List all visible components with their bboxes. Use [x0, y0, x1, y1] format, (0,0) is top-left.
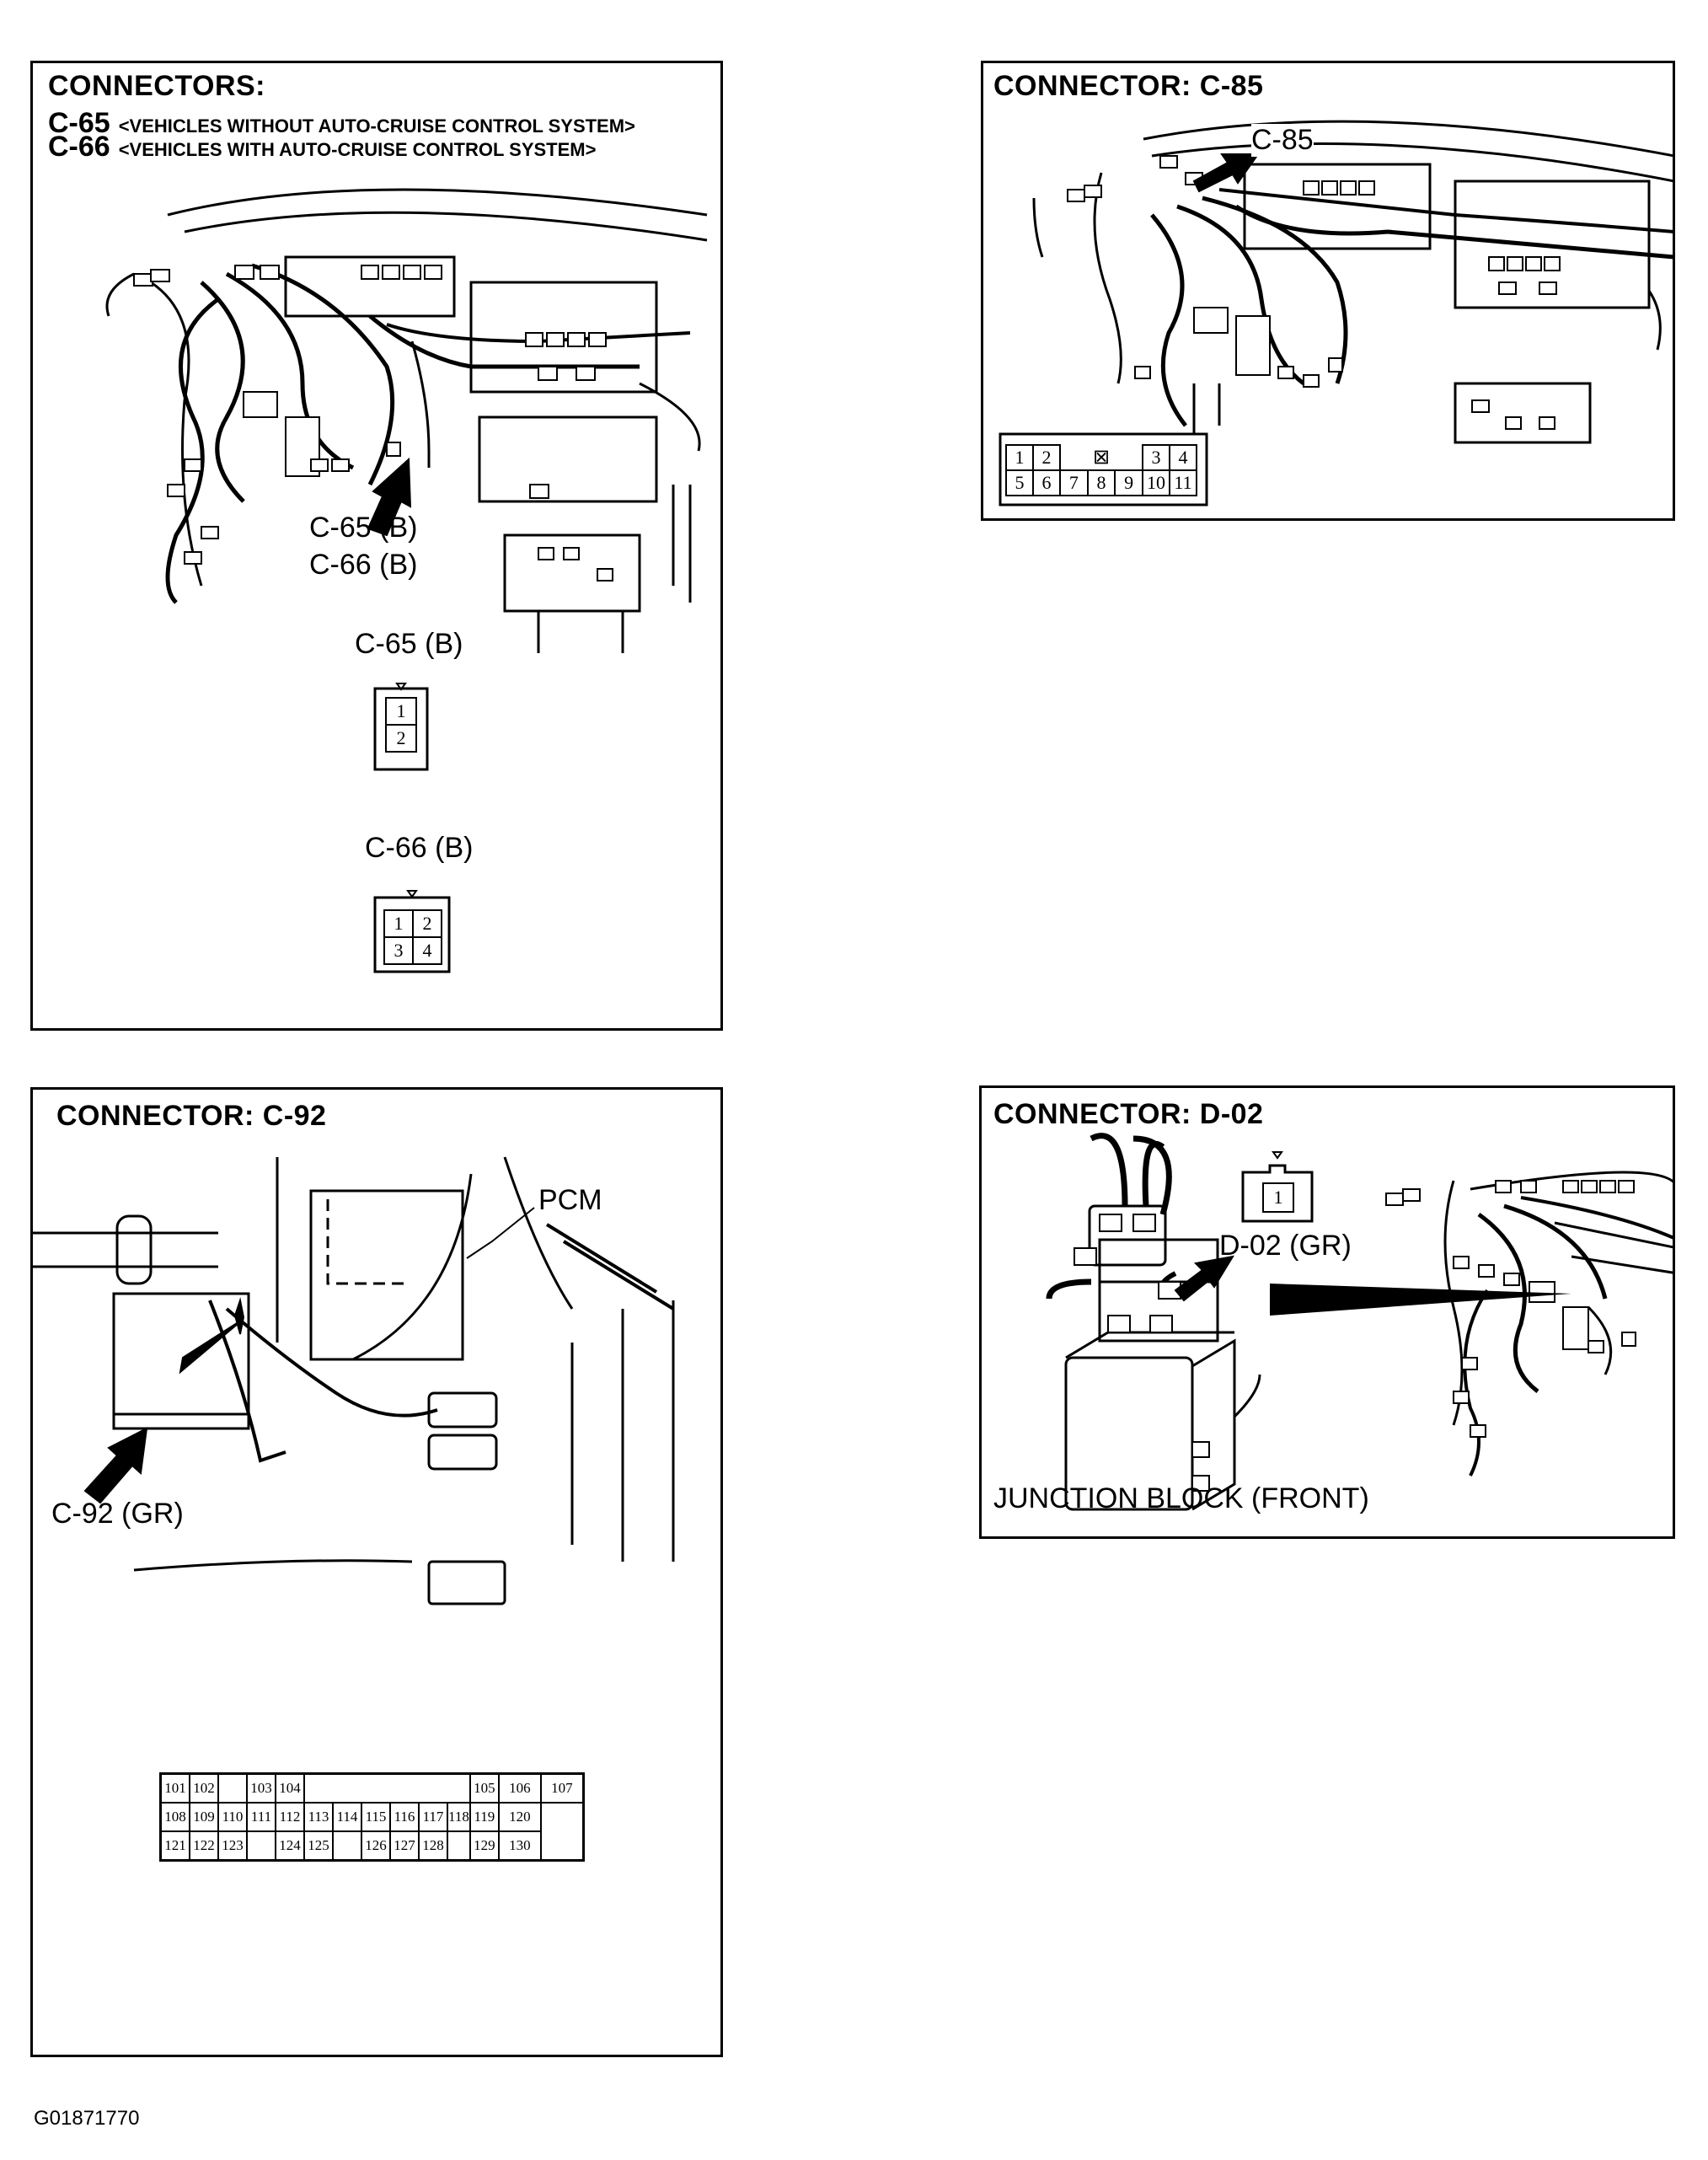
- pin: 4: [412, 936, 442, 965]
- pin: 123: [217, 1830, 248, 1862]
- pin-blank: [447, 1830, 471, 1862]
- face-c66-frame: [373, 890, 451, 973]
- junction-block-caption: JUNCTION BLOCK (FRONT): [993, 1482, 1369, 1514]
- panel-connector-c85: CONNECTOR: C-85: [981, 61, 1675, 521]
- face-c66-label: C-66 (B): [365, 832, 474, 864]
- pin: 118: [447, 1802, 471, 1832]
- code-c65: C-65: [48, 107, 110, 139]
- code-c66: C-66: [48, 131, 110, 163]
- panel-connector-d02: CONNECTOR: D-02: [979, 1085, 1675, 1539]
- pin: 127: [389, 1830, 420, 1862]
- pin-key-notch: ⊠: [1059, 445, 1143, 471]
- pin: 111: [246, 1802, 276, 1832]
- pointer-to-connector: [179, 1297, 245, 1375]
- pin: 121: [159, 1830, 190, 1862]
- face-c65-frame: [373, 683, 429, 771]
- pin: 112: [275, 1802, 305, 1832]
- pin: 106: [497, 1772, 542, 1804]
- subtitle-c65: C-65 <VEHICLES WITHOUT AUTO-CRUISE CONTRO…: [48, 107, 635, 140]
- arrow-c85: [1192, 153, 1260, 193]
- face-d02-frame: [1241, 1164, 1314, 1223]
- callout-c85: C-85: [1251, 124, 1314, 157]
- pin: 108: [159, 1802, 190, 1832]
- pin: 109: [189, 1802, 219, 1832]
- pcm-leader-line: [466, 1207, 535, 1259]
- callout-d02: D-02 (GR): [1219, 1230, 1352, 1262]
- arrow-c92: [83, 1427, 148, 1504]
- pin: 122: [189, 1830, 219, 1862]
- pin: 128: [418, 1830, 448, 1862]
- panel-connectors-c65-c66: CONNECTORS: C-65 <VEHICLES WITHOUT AUTO-C…: [30, 61, 723, 1031]
- pin: 104: [275, 1772, 305, 1804]
- panel-title: CONNECTOR: C-85: [993, 70, 1269, 103]
- pointer-wedge: [1270, 1284, 1571, 1316]
- pin: 1: [1005, 444, 1034, 471]
- pin: 1: [385, 697, 417, 726]
- pin: 3: [1142, 444, 1170, 471]
- pin: 6: [1032, 469, 1061, 496]
- arrow-d02: [1174, 1255, 1235, 1302]
- pin-blank: [332, 1830, 362, 1862]
- face-d02-pin: 1: [1262, 1182, 1294, 1213]
- callout-c66: C-66 (B): [309, 549, 418, 581]
- pin: 110: [217, 1802, 248, 1832]
- callout-c65: C-65 (B): [309, 512, 418, 544]
- pin: 113: [303, 1802, 334, 1832]
- pin: 8: [1086, 469, 1116, 496]
- pin: 116: [389, 1802, 420, 1832]
- subtitle-c66: C-66 <VEHICLES WITH AUTO-CRUISE CONTROL S…: [48, 131, 596, 163]
- face-c65-label: C-65 (B): [355, 628, 463, 660]
- pin: 2: [385, 724, 417, 753]
- junction-block-illustration: [1046, 1133, 1673, 1511]
- pin: 10: [1142, 469, 1170, 496]
- pin: 117: [418, 1802, 448, 1832]
- pin: 4: [1169, 444, 1197, 471]
- face-c66-pins: 1 2 3 4: [383, 909, 442, 965]
- pin: 126: [361, 1830, 391, 1862]
- pin: 7: [1059, 469, 1089, 496]
- pin: 107: [539, 1772, 585, 1804]
- pcm-label: PCM: [538, 1184, 602, 1216]
- face-c65-pins: 1 2: [385, 697, 417, 753]
- callout-c92: C-92 (GR): [51, 1498, 184, 1530]
- pin: 2: [1032, 444, 1061, 471]
- dashboard-harness-illustration: [105, 188, 708, 973]
- pin: 5: [1005, 469, 1034, 496]
- pin: 1: [383, 909, 414, 938]
- pin: 125: [303, 1830, 334, 1862]
- arrow-c65-c66: [367, 457, 412, 537]
- pin: 130: [497, 1830, 542, 1862]
- pin: 129: [468, 1830, 500, 1862]
- pcm-location-illustration: [33, 1156, 675, 1605]
- pin: 119: [468, 1802, 500, 1832]
- pin: 102: [189, 1772, 219, 1804]
- pin: 101: [159, 1772, 190, 1804]
- panel-connector-c92: CONNECTOR: C-92 PCM C-92 (GR): [30, 1087, 723, 2057]
- pin: 124: [275, 1830, 305, 1862]
- panel-title: CONNECTOR: D-02: [993, 1098, 1264, 1130]
- pin-blank: [217, 1772, 248, 1803]
- note-c66: <VEHICLES WITH AUTO-CRUISE CONTROL SYSTE…: [118, 139, 597, 160]
- face-c92-pins: 101 102 103 104 105 106 107 108 109 110 …: [159, 1772, 585, 1862]
- pin: 3: [383, 936, 414, 965]
- pin: 9: [1114, 469, 1143, 496]
- note-c65: <VEHICLES WITHOUT AUTO-CRUISE CONTROL SY…: [118, 115, 635, 137]
- pin-blank: [304, 1772, 471, 1803]
- pin: 115: [361, 1802, 391, 1832]
- pin: 105: [468, 1772, 500, 1804]
- pin: 114: [332, 1802, 362, 1832]
- panel-title: CONNECTOR: C-92: [56, 1100, 327, 1132]
- panel-title: CONNECTORS:: [48, 70, 265, 102]
- figure-code: G01871770: [34, 2107, 140, 2130]
- pin: 11: [1169, 469, 1197, 496]
- pin: 103: [246, 1772, 276, 1804]
- pin: 120: [497, 1802, 542, 1832]
- face-c85-pins: 1 2 ⊠ 3 4 5 6 7 8 9 10 11: [1005, 444, 1197, 496]
- pin-blank: [246, 1830, 276, 1862]
- pin: 2: [412, 909, 442, 938]
